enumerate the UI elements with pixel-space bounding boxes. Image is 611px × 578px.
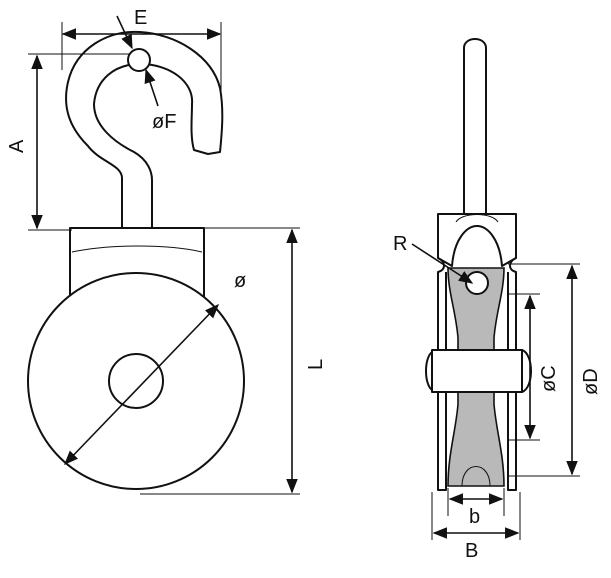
- b-small-label: b: [469, 506, 480, 528]
- housing-edge: [71, 245, 203, 253]
- f-pointer-bottom: [144, 68, 159, 107]
- r-pin: [465, 271, 489, 295]
- d-label: øD: [580, 368, 602, 395]
- shank: [463, 38, 487, 215]
- b-large-label: B: [465, 540, 478, 562]
- sheave-lower: [447, 391, 505, 487]
- axle-hole: [108, 353, 164, 409]
- side-view: R øC øD b B: [393, 38, 602, 562]
- f-pointer-top: [116, 15, 133, 50]
- e-label: E: [134, 7, 147, 29]
- hook: [65, 30, 224, 229]
- axle-bolt: [431, 349, 523, 393]
- c-label: øC: [538, 365, 560, 392]
- saddle-groove: [455, 214, 499, 223]
- r-pointer: [411, 243, 474, 284]
- side-top-block: [437, 213, 517, 267]
- diameter-dim-line: [64, 303, 219, 466]
- axle-nut-left: [425, 351, 433, 391]
- diameter-label: ø: [234, 270, 246, 292]
- r-label: R: [393, 233, 407, 255]
- l-label: L: [305, 359, 327, 370]
- front-view: ø E øF A L: [6, 7, 327, 495]
- hook-eye: [127, 48, 151, 72]
- rope-groove-lower: [461, 466, 491, 487]
- a-label: A: [6, 139, 28, 153]
- f-label: øF: [152, 111, 176, 133]
